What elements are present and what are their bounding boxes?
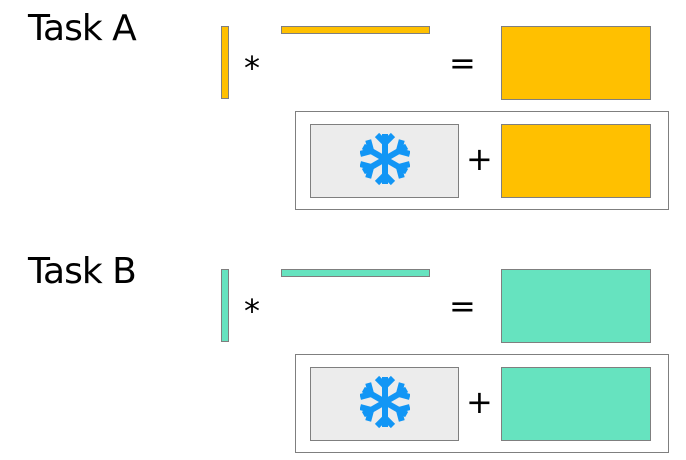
delta-weight-matrix — [501, 26, 651, 100]
adapter-weights — [501, 367, 651, 441]
plus-operator: + — [466, 140, 493, 178]
frozen-weights — [310, 124, 459, 198]
equals-operator: = — [449, 287, 476, 325]
snowflake-icon — [358, 131, 411, 191]
lora-matrix-b-column — [221, 269, 229, 342]
multiply-operator: * — [244, 49, 260, 87]
task-title: Task A — [28, 8, 137, 49]
lora-matrix-a-row — [281, 26, 430, 34]
adapter-weights — [501, 124, 651, 198]
lora-matrix-b-column — [221, 26, 229, 99]
lora-matrix-a-row — [281, 269, 430, 277]
frozen-weights — [310, 367, 459, 441]
plus-operator: + — [466, 383, 493, 421]
snowflake-icon — [358, 374, 411, 434]
delta-weight-matrix — [501, 269, 651, 343]
multiply-operator: * — [244, 292, 260, 330]
task-title: Task B — [28, 251, 137, 292]
equals-operator: = — [449, 44, 476, 82]
